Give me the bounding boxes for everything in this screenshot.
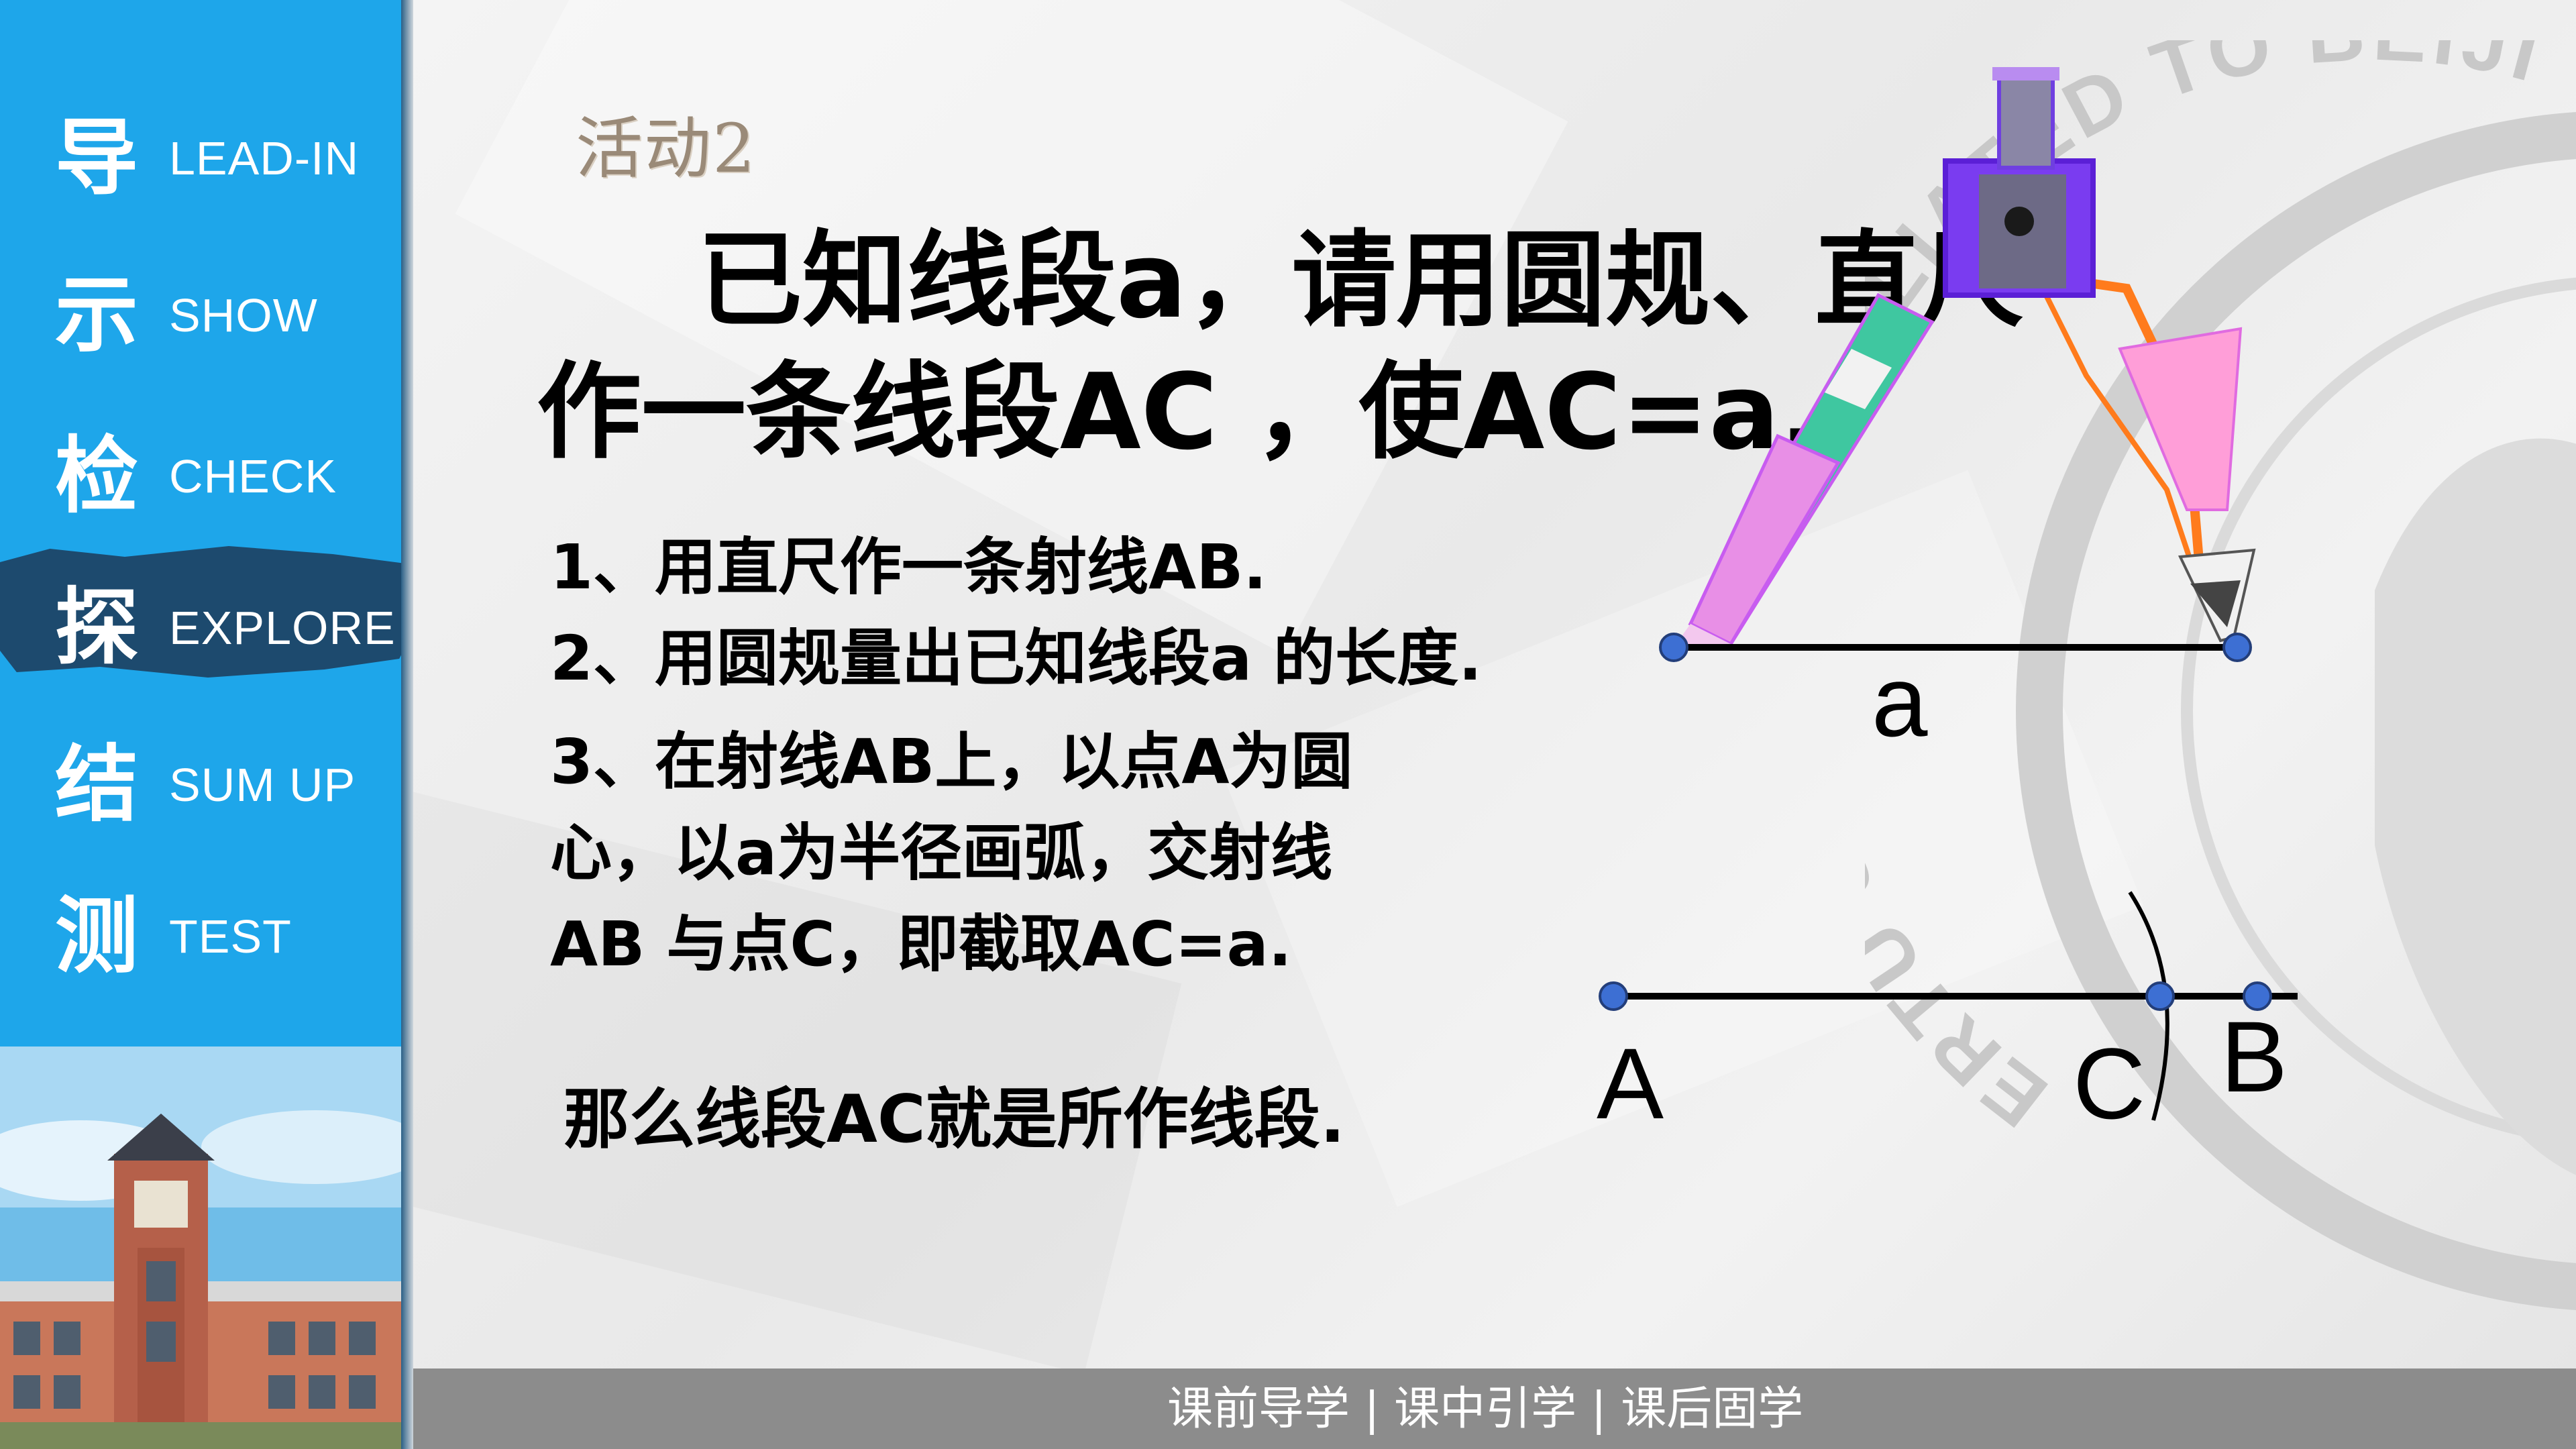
sidebar-item-label: CHECK: [169, 450, 337, 502]
point-a-label: A: [1597, 1027, 1664, 1140]
sidebar-item-label: EXPLORE: [169, 602, 396, 654]
sidebar-item-lead-in[interactable]: 导 LEAD-IN: [0, 91, 408, 225]
sidebar-item-label: SUM UP: [169, 759, 356, 811]
sidebar-item-explore[interactable]: 探 EXPLORE: [0, 561, 408, 695]
problem-line-1: 已知线段a，请用圆规、直尺: [698, 219, 2025, 341]
segment-a-start-point: [1659, 633, 1688, 662]
step-1: 1、用直尺作一条射线AB.: [550, 531, 1267, 603]
sidebar-item-show[interactable]: 示 SHOW: [0, 248, 408, 382]
step-2: 2、用圆规量出已知线段a 的长度.: [550, 623, 1483, 694]
sidebar-active-highlight: [0, 546, 408, 678]
step-3-line-2: 心，以a为半径画弧，交射线: [550, 817, 1333, 889]
sidebar-item-char: 探: [55, 580, 139, 676]
bottom-bar: [413, 1368, 2576, 1449]
conclusion-text: 那么线段AC就是所作线段.: [564, 1081, 1345, 1158]
compass-icon: [1674, 67, 2256, 647]
sidebar-item-label: TEST: [169, 910, 292, 963]
point-c-label: C: [2073, 1027, 2146, 1140]
step-3-line-3: AB 与点C，即截取AC=a.: [550, 908, 1292, 980]
activity-title: 活动2: [576, 109, 757, 188]
segment-a-label: a: [1872, 645, 1928, 757]
sidebar-item-char: 结: [55, 737, 139, 833]
point-a: [1599, 981, 1628, 1011]
sidebar-item-label: SHOW: [169, 289, 318, 341]
sidebar-item-char: 检: [55, 428, 139, 525]
sidebar-item-sum-up[interactable]: 结 SUM UP: [0, 718, 408, 852]
sidebar-item-label: LEAD-IN: [169, 132, 360, 184]
sidebar-item-char: 测: [55, 888, 139, 985]
sidebar: 导 LEAD-IN 示 SHOW 检 CHECK 探 EXPLORE 结 SUM…: [0, 0, 408, 1449]
sidebar-item-char: 导: [55, 110, 139, 207]
sidebar-item-test[interactable]: 测 TEST: [0, 869, 408, 1004]
bottom-bar-text: 课前导学 | 课中引学 | 课后固学: [1167, 1383, 1804, 1436]
point-c: [2145, 981, 2175, 1011]
slide-background: [408, 0, 2576, 1449]
step-3-line-1: 3、在射线AB上，以点A为圆: [550, 726, 1353, 798]
sidebar-divider: [401, 0, 413, 1449]
point-b-label: B: [2220, 1000, 2288, 1113]
sidebar-item-check[interactable]: 检 CHECK: [0, 409, 408, 543]
point-b: [2243, 981, 2272, 1011]
sidebar-item-char: 示: [55, 267, 139, 364]
problem-line-2: 作一条线段AC ，使AC=a.: [537, 351, 1819, 473]
school-building-image: [0, 1046, 408, 1449]
segment-a-end-point: [2222, 633, 2252, 662]
